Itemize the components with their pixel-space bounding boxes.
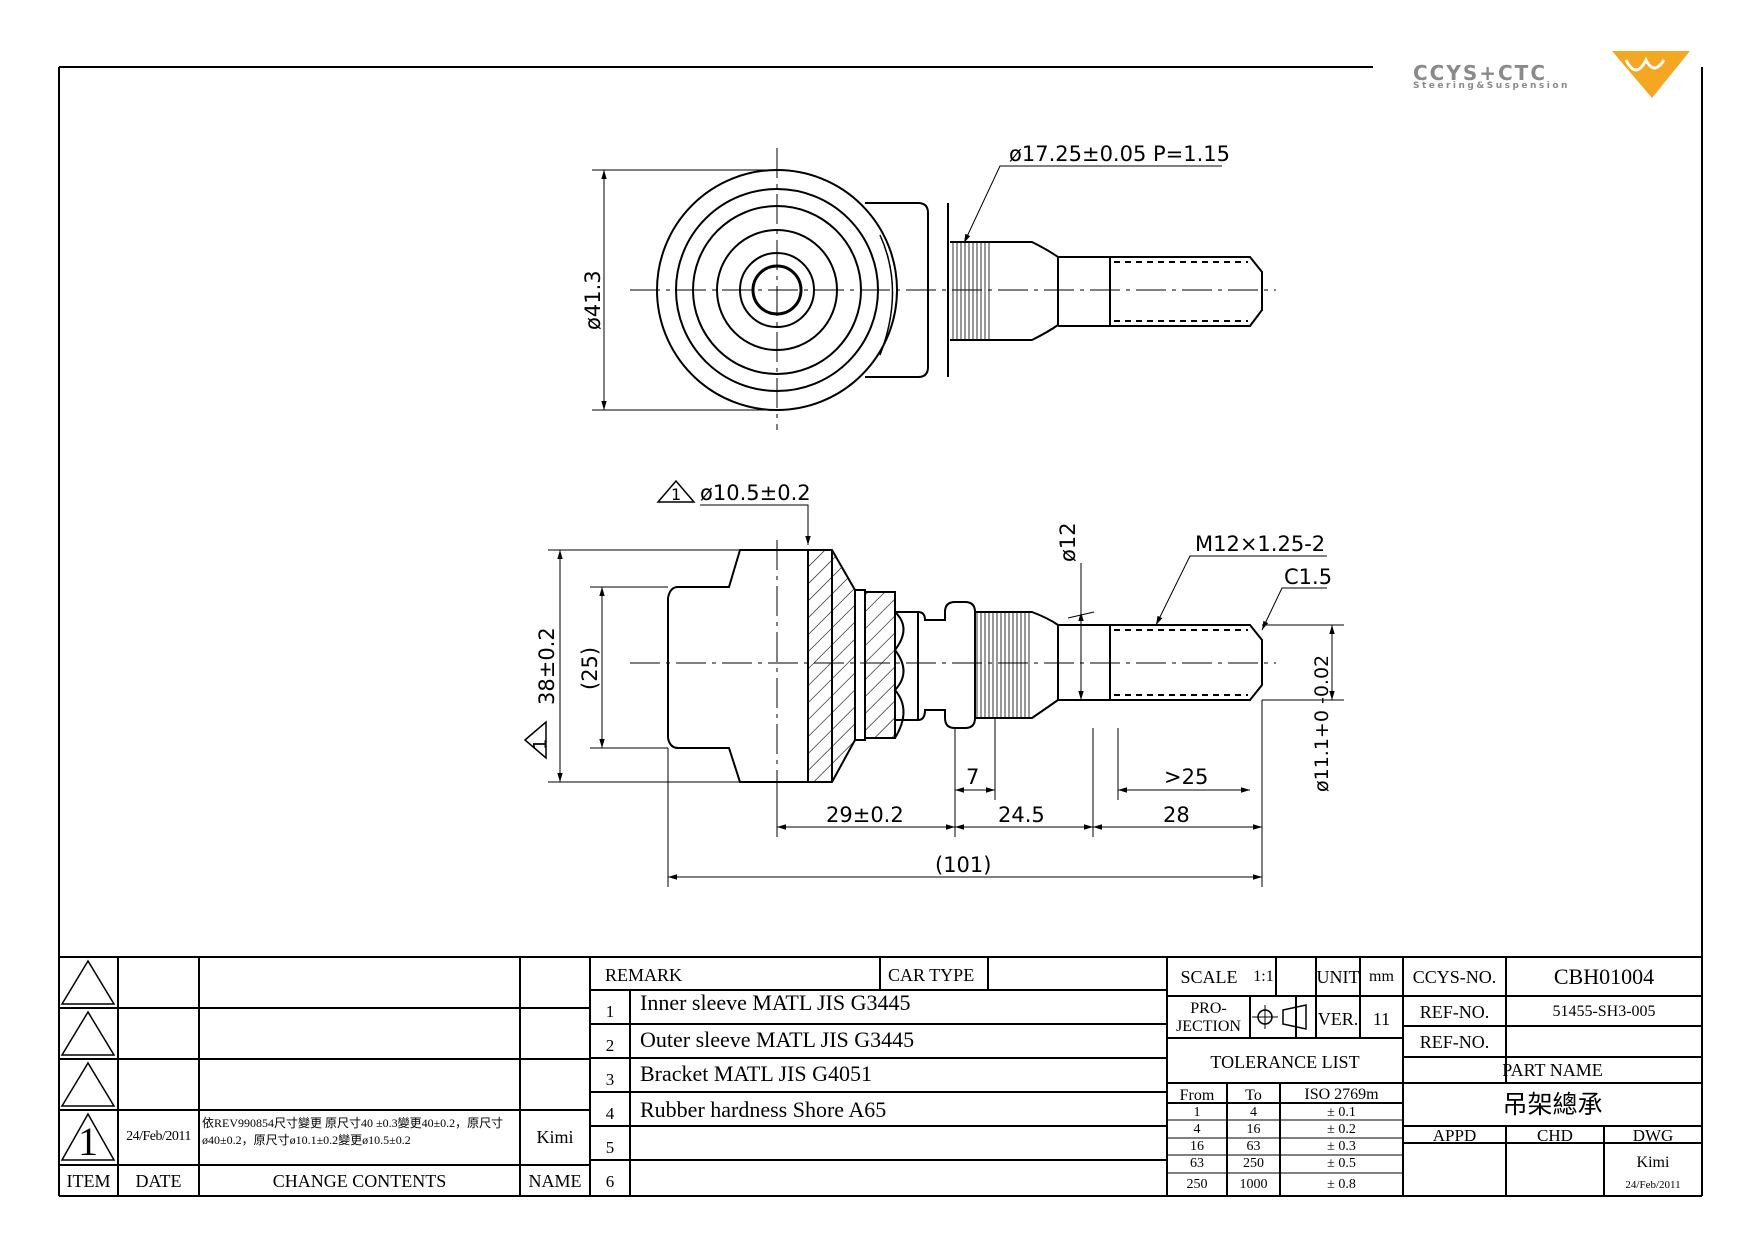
- len-a-label: 29±0.2: [826, 803, 904, 827]
- tol-to: 16: [1246, 1122, 1261, 1137]
- rev-date-header: DATE: [135, 1171, 182, 1191]
- tol-value: ± 0.5: [1327, 1156, 1356, 1171]
- company-logo-text: CCYS+CTC: [1413, 61, 1547, 85]
- tol-from: 250: [1186, 1177, 1208, 1192]
- remark-row-text: Rubber hardness Shore A65: [640, 1097, 887, 1122]
- eye-dia-label: ø41.3: [581, 270, 605, 330]
- knurl-len-label: 7: [966, 765, 979, 789]
- tol-value: ± 0.3: [1327, 1139, 1356, 1154]
- tol-from: 1: [1193, 1105, 1201, 1120]
- projection-label-1: PRO-: [1190, 1000, 1227, 1017]
- tol-value: ± 0.2: [1327, 1122, 1356, 1137]
- top-view: [592, 148, 1276, 430]
- chd-label: CHD: [1537, 1126, 1573, 1145]
- thread-min-label: >25: [1164, 765, 1208, 789]
- technical-drawing: ø17.25±0.05 P=1.15 ø41.3 1 ø10.5±0.2 ø12…: [523, 142, 1344, 887]
- car-type-label: CAR TYPE: [888, 965, 975, 985]
- ref-no-label: REF-NO.: [1419, 1002, 1490, 1022]
- dwg-date: 24/Feb/2011: [1625, 1179, 1681, 1191]
- tol-from: 4: [1193, 1122, 1201, 1137]
- side-view: [523, 479, 1344, 887]
- tol-from-header: From: [1179, 1087, 1215, 1104]
- dimension-labels: ø17.25±0.05 P=1.15 ø41.3 1 ø10.5±0.2 ø12…: [530, 142, 1333, 877]
- appd-label: APPD: [1432, 1126, 1477, 1145]
- company-tagline: Steering&Suspension: [1413, 81, 1570, 91]
- ver-label: VER.: [1317, 1009, 1359, 1029]
- tol-value: ± 0.8: [1327, 1177, 1356, 1192]
- tol-to: 63: [1246, 1139, 1261, 1154]
- rev-mark-left: 1: [530, 739, 551, 750]
- overall-label: (101): [935, 853, 991, 877]
- remark-row-no: 1: [605, 1002, 615, 1021]
- unit-label: UNIT: [1316, 967, 1360, 987]
- rev-item-number: 1: [78, 1119, 98, 1164]
- part-name-label: PART NAME: [1502, 1060, 1603, 1080]
- tol-to: 4: [1250, 1105, 1257, 1120]
- tol-to: 250: [1243, 1156, 1264, 1171]
- rev-change-line1: 依REV990854尺寸變更 原尺寸40 ±0.3變更40±0.2，原尺寸: [202, 1116, 504, 1130]
- scale-value: 1:1: [1253, 968, 1274, 985]
- tol-std-header: ISO 2769m: [1304, 1086, 1379, 1103]
- thread-spec-label: M12×1.25-2: [1195, 532, 1325, 556]
- remark-row-no: 3: [605, 1070, 615, 1089]
- remark-label: REMARK: [605, 965, 683, 985]
- pin-dia-label: ø11.1+0 -0.02: [1311, 655, 1333, 792]
- ccys-no-label: CCYS-NO.: [1412, 967, 1497, 987]
- scale-label: SCALE: [1180, 967, 1238, 987]
- part-name-value: 吊架總承: [1502, 1092, 1603, 1119]
- projection-label-2: JECTION: [1176, 1018, 1241, 1035]
- remark-row-no: 2: [605, 1036, 615, 1055]
- chamfer-label: C1.5: [1284, 565, 1332, 589]
- company-logo-icon: [1612, 51, 1690, 98]
- rev-name: Kimi: [536, 1127, 574, 1147]
- dwg-name: Kimi: [1636, 1154, 1670, 1171]
- shank-dia-label: ø12: [1056, 522, 1080, 562]
- tol-from: 63: [1190, 1156, 1204, 1171]
- ver-value: 11: [1372, 1009, 1391, 1029]
- remark-row-text: Outer sleeve MATL JIS G3445: [640, 1027, 915, 1052]
- remark-row-no: 4: [605, 1104, 615, 1123]
- inner-height-label: (25): [578, 647, 602, 690]
- rev-change-line2: ø40±0.2，原尺寸ø10.1±0.2變更ø10.5±0.2: [202, 1133, 411, 1147]
- title-block-grid: [59, 957, 1702, 1196]
- remark-row-no: 5: [605, 1138, 615, 1157]
- len-c-label: 28: [1163, 803, 1190, 827]
- rev-change-header: CHANGE CONTENTS: [272, 1171, 447, 1191]
- remark-row-text: Bracket MATL JIS G4051: [640, 1061, 872, 1086]
- unit-value: mm: [1369, 968, 1394, 985]
- ref-no-value: 51455-SH3-005: [1552, 1003, 1656, 1020]
- ccys-no-value: CBH01004: [1553, 964, 1655, 989]
- dwg-label: DWG: [1632, 1126, 1674, 1145]
- rev-date: 24/Feb/2011: [126, 1129, 191, 1144]
- rev-item-header: ITEM: [66, 1171, 111, 1191]
- inner-dia-label: ø10.5±0.2: [700, 481, 811, 505]
- len-b-label: 24.5: [998, 803, 1045, 827]
- tol-to: 1000: [1239, 1177, 1268, 1192]
- thread-dia-label: ø17.25±0.05 P=1.15: [1009, 142, 1230, 166]
- ref-no-label-2: REF-NO.: [1419, 1032, 1490, 1052]
- height-label: 38±0.2: [535, 627, 559, 705]
- rev-name-header: NAME: [528, 1171, 582, 1191]
- tol-to-header: To: [1245, 1087, 1262, 1104]
- tolerance-title: TOLERANCE LIST: [1210, 1052, 1360, 1072]
- tol-from: 16: [1190, 1139, 1204, 1154]
- remark-row-text: Inner sleeve MATL JIS G3445: [640, 990, 911, 1015]
- tol-value: ± 0.1: [1327, 1105, 1356, 1120]
- remark-row-no: 6: [605, 1172, 615, 1191]
- rev-mark-top: 1: [671, 485, 681, 504]
